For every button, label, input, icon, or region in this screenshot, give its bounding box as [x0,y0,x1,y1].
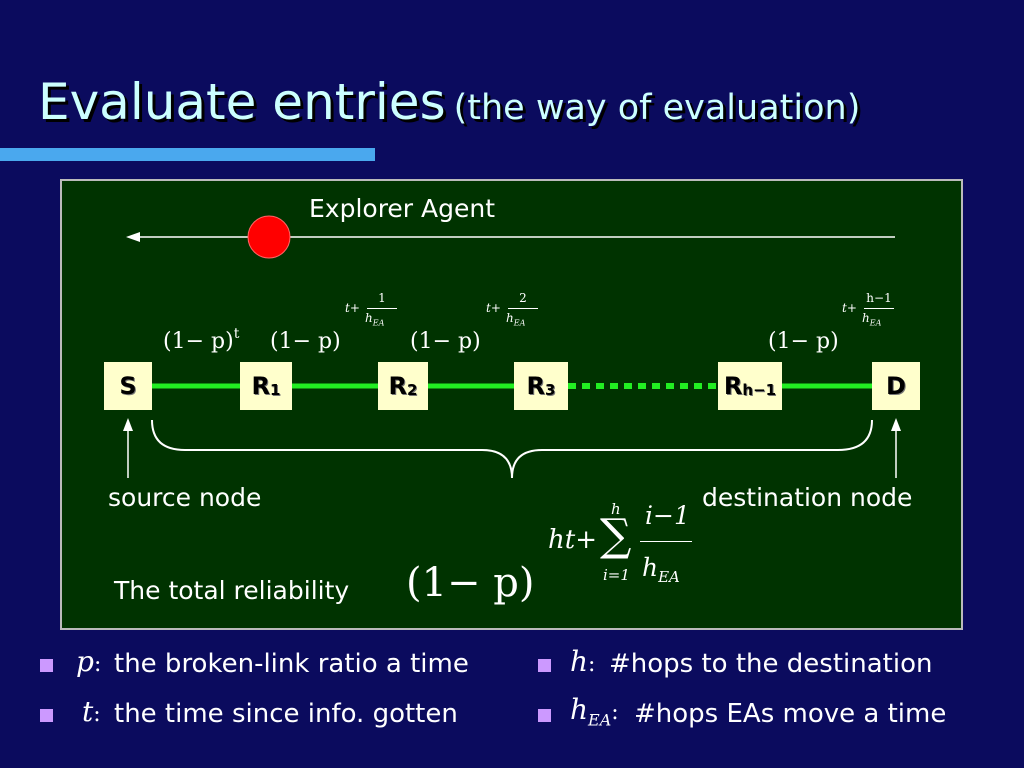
bullet-var-t: t: [82,695,101,728]
total-sum-bottom: i=1 [603,566,630,584]
exponent-rh-d-num: h−1 [866,291,892,305]
bullet-var-t-letter: t [82,695,94,728]
bullet-var-p: p: [76,645,101,678]
source-node-label: source node [108,483,262,512]
exponent-rh-d-h: h [862,311,870,325]
total-frac-den-h: h [642,553,659,582]
exponent-r2-r3-h: h [506,311,514,325]
bullet-sep: : [93,652,102,677]
node-source-label: S [119,372,137,400]
bullet-var-p-letter: p [76,645,94,678]
exponent-r2-r3-ea: EA [513,318,526,328]
explorer-agent-dot [247,215,291,259]
bullet-text-hops-eas: #hops EAs move a time [634,699,947,729]
total-reliability-label: The total reliability [114,576,350,605]
title-subtitle: (the way of evaluation) [453,88,861,128]
exponent-r2-r3-den: hEA [506,311,525,327]
node-r2-label: R [388,372,408,400]
bullet-text-time-since: the time since info. gotten [114,699,458,729]
exponent-rh-d: t+ h−1 hEA [842,291,902,331]
exponent-r1-r2-num: 1 [378,291,386,305]
agent-direction-arrowhead [126,232,140,242]
total-sum-sign: ∑ [600,510,632,561]
bullet-marker [538,659,551,672]
node-rh-sub: h−1 [742,381,777,399]
diagram-panel [60,179,963,630]
factor-s-r1-exp: t [233,326,240,342]
bullet-marker [40,659,53,672]
total-frac-den: hEA [642,553,680,586]
node-r3-sub: 3 [545,381,556,399]
bullet-var-h-letter: h [570,645,589,678]
bullet-text-broken-link: the broken-link ratio a time [114,649,469,679]
exponent-r2-r3-bar [508,308,538,309]
node-r3-label: R [526,372,546,400]
bullet-text-hops-destination: #hops to the destination [609,649,933,679]
node-rh-label: R [723,372,743,400]
bullet-var-h: h: [570,645,595,678]
exponent-r2-r3: t+ 2 hEA [486,291,541,331]
title-underline-bar [0,148,375,161]
bullet-marker [40,709,53,722]
slide-title: Evaluate entries(the way of evaluation) [38,72,860,138]
exponent-r1-r2-ea: EA [372,318,385,328]
node-source: S [104,362,152,410]
bullet-marker [538,709,551,722]
exponent-rh-d-t: t+ [842,301,857,315]
factor-r2-r3: (1− p) [410,329,481,354]
total-frac-bar [640,541,692,542]
exponent-r1-r2-h: h [365,311,373,325]
explorer-agent-label: Explorer Agent [309,194,496,223]
exponent-r1-r2-den: hEA [365,311,384,327]
factor-s-r1-base: (1− p) [163,329,234,354]
node-r1-label: R [251,372,271,400]
factor-rh-d: (1− p) [768,329,839,354]
exponent-r1-r2-t: t+ [345,301,360,315]
total-exp-ht: ht+ [548,525,597,555]
node-r1-sub: 1 [270,381,281,399]
source-arrowhead [123,418,133,431]
factor-r1-r2: (1− p) [270,329,341,354]
bullet-sep: : [93,702,101,727]
bullet-sep: : [588,652,596,677]
destination-node-label: destination node [702,483,913,512]
path-brace [151,419,873,479]
total-frac-den-ea: EA [658,568,680,586]
bullet-var-hea-letter: h [570,693,589,726]
node-destination: D [872,362,920,410]
node-r2-sub: 2 [407,381,418,399]
exponent-rh-d-ea: EA [869,318,882,328]
exponent-r2-r3-num: 2 [519,291,527,305]
bullet-var-hea: hEA: [570,693,619,730]
total-sum-top: h [611,500,621,518]
exponent-r1-r2-bar [367,308,397,309]
exponent-rh-d-den: hEA [862,311,881,327]
exponent-r2-r3-t: t+ [486,301,501,315]
destination-arrowhead [891,418,901,431]
factor-s-r1: (1− p)t [163,326,240,354]
node-destination-label: D [886,372,906,400]
total-frac-num: i−1 [645,501,690,530]
total-reliability-base: (1− p) [406,560,535,606]
bullet-var-hea-sub: EA [588,710,612,730]
title-main: Evaluate entries [38,73,446,131]
bullet-sep: : [611,700,619,725]
exponent-r1-r2: t+ 1 hEA [345,291,400,331]
exponent-rh-d-bar [864,308,894,309]
